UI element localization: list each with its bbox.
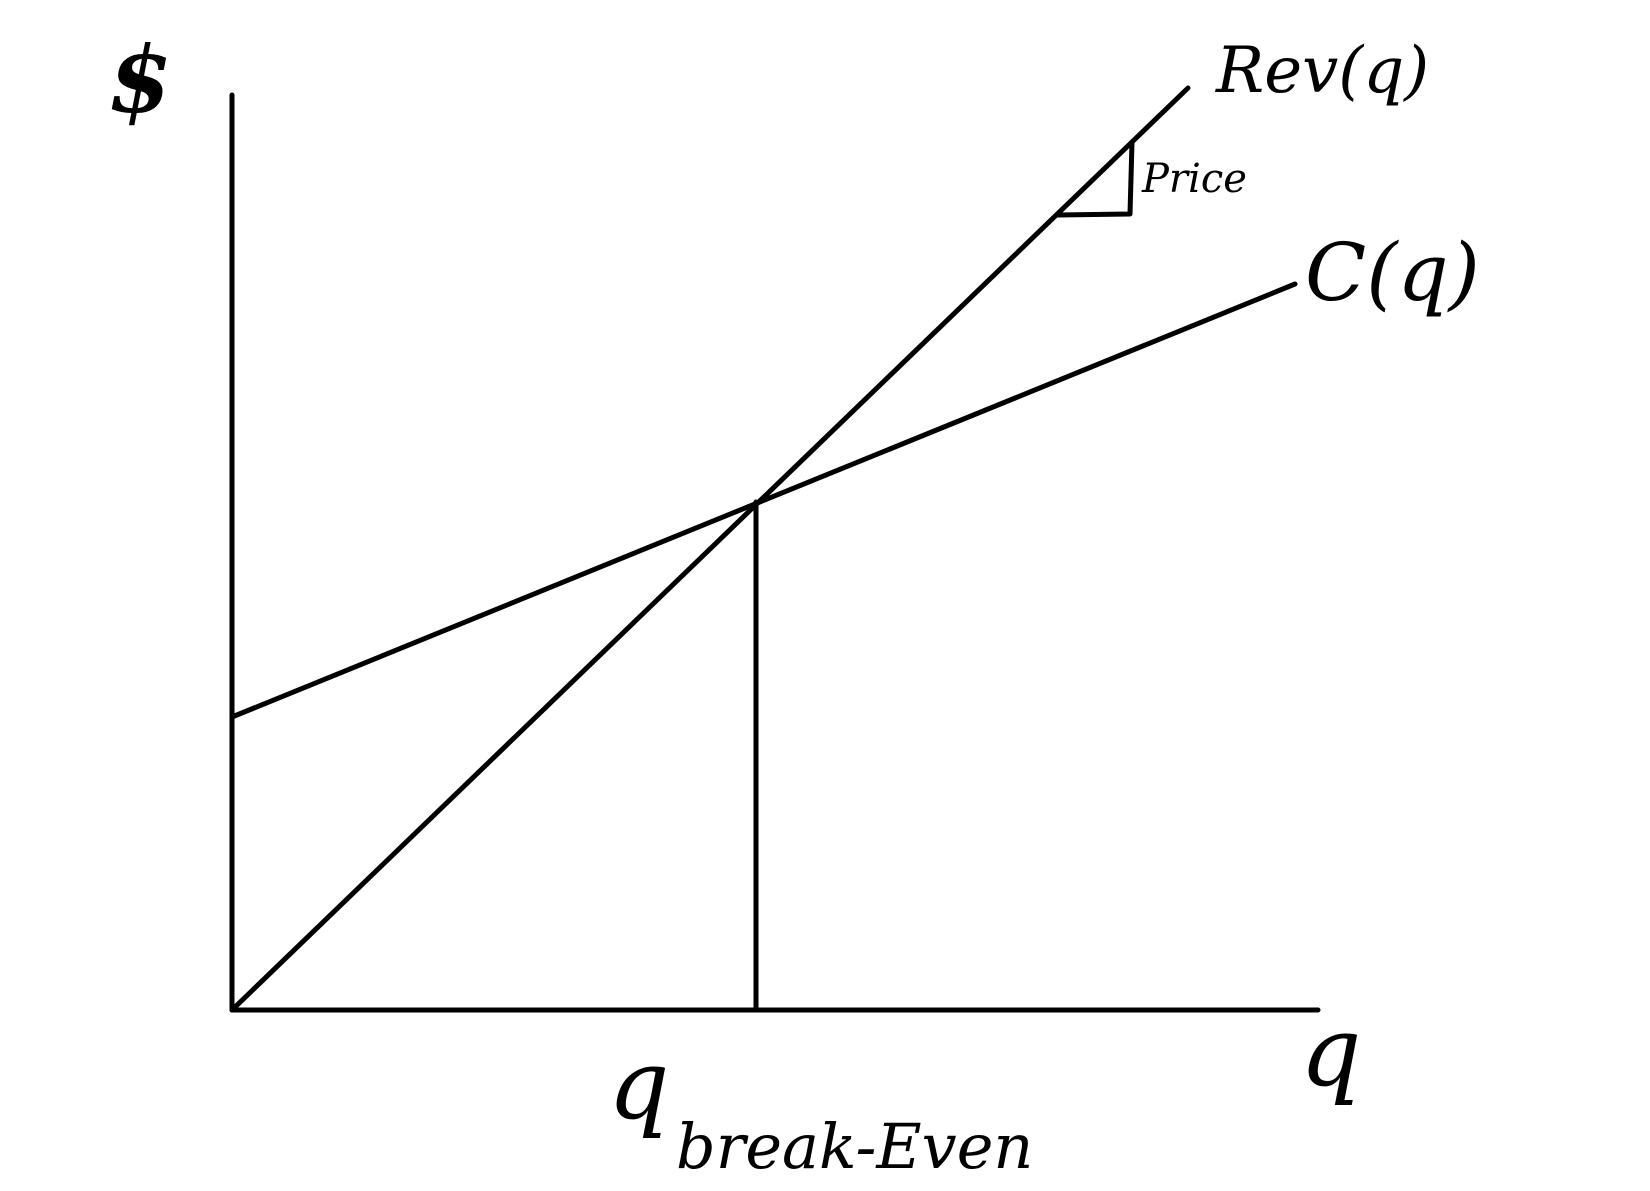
- breakeven-label-subscript: break-Even: [676, 1110, 1033, 1183]
- slope-triangle: [1055, 139, 1135, 218]
- slope-label: Price: [1141, 156, 1247, 202]
- revenue-label: Rev(q): [1215, 34, 1429, 108]
- y-axis-label: $: [108, 26, 172, 134]
- cost-line: [229, 281, 1298, 720]
- revenue-line: [229, 85, 1191, 1013]
- x-axis-label: q: [1300, 996, 1361, 1108]
- breakeven-label-q: q: [608, 1029, 669, 1141]
- cost-label: C(q): [1305, 226, 1480, 319]
